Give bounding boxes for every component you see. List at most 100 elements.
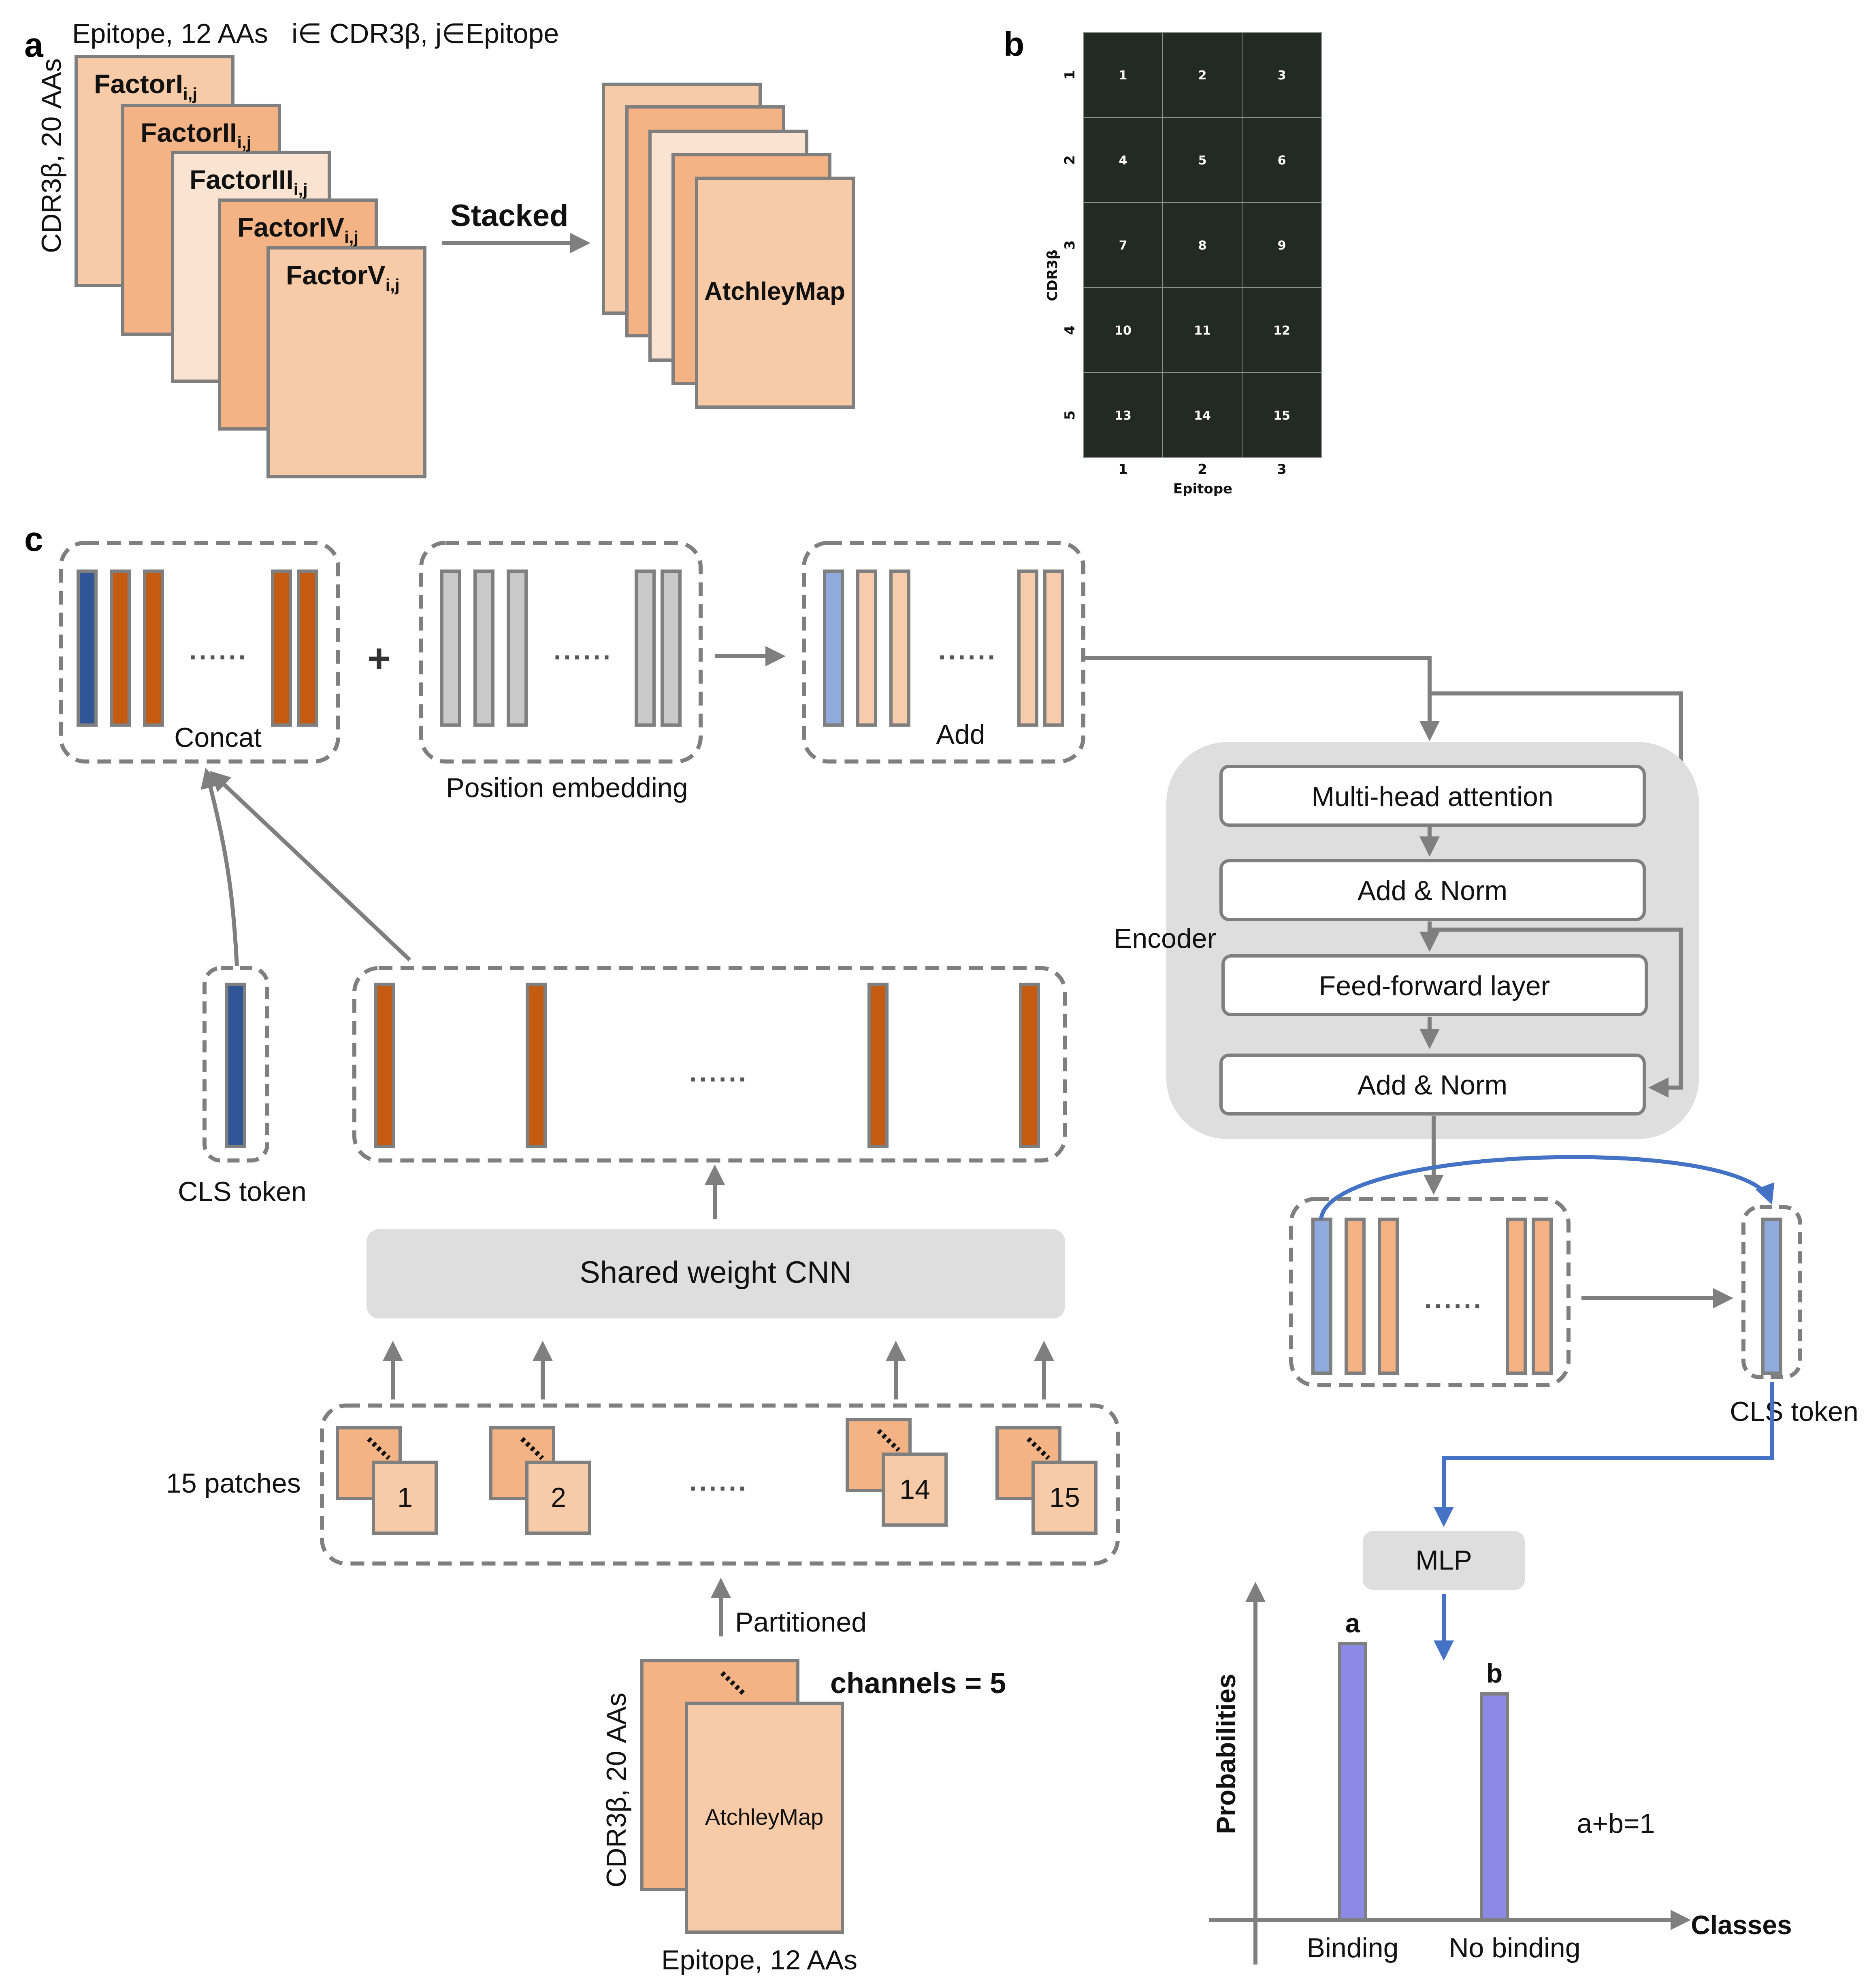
- input-side-label: CDR3β, 20 AAs: [601, 1693, 632, 1888]
- heatmap-cell: [1162, 202, 1242, 288]
- encoder-output-box: [1289, 1197, 1571, 1387]
- heatmap-cell: [1083, 32, 1163, 118]
- heatmap-cell: [1242, 287, 1322, 373]
- heatmap-cell-label: 3: [1278, 68, 1286, 83]
- patches-label: 15 patches: [166, 1468, 301, 1499]
- cnn-label: Shared weight CNN: [580, 1255, 852, 1290]
- prob-bar: [1480, 1692, 1509, 1922]
- patch-embedding-tokens: [374, 983, 1040, 1148]
- factor-v-label: FactorVi,j: [286, 260, 400, 294]
- patch-14: [846, 1418, 948, 1527]
- patch-embeddings-dots: ......: [689, 1057, 748, 1087]
- heatmap-cell: [1162, 117, 1242, 203]
- residual-2-arrow: [1430, 928, 1683, 1098]
- concat-tokens: [77, 570, 318, 727]
- panel-c-letter: c: [24, 520, 43, 558]
- add-label: Add: [936, 719, 985, 750]
- epitope-top-label: Epitope, 12 AAs: [72, 18, 268, 49]
- cls-token-right-box: [1741, 1205, 1802, 1379]
- heatmap-cell-label: 5: [1198, 154, 1207, 168]
- cls-token-left-bar: [225, 983, 246, 1148]
- cls-token-left-label: CLS token: [178, 1176, 307, 1207]
- heatmap-cell: [1162, 32, 1242, 118]
- panel-a-letter: a: [24, 26, 44, 64]
- cnn-input-arrows: [383, 1341, 1054, 1399]
- heatmap-cell-label: 1: [1119, 68, 1127, 83]
- patch-2-number: 2: [551, 1482, 566, 1513]
- input-front-sheet: [685, 1702, 844, 1934]
- position-embedding-label: Position embedding: [446, 772, 688, 803]
- patch-14-number: 14: [899, 1474, 930, 1505]
- prob-xlabel: Classes: [1691, 1910, 1792, 1940]
- heatmap-cell-label: 4: [1119, 154, 1127, 168]
- heatmap-cell: [1083, 372, 1163, 458]
- heatmap-cell: [1083, 287, 1163, 373]
- prob-ylabel: Probabilities: [1211, 1674, 1241, 1834]
- partitioned-label: Partitioned: [735, 1607, 867, 1638]
- concat-box: [59, 541, 340, 764]
- input-map-label: AtchleyMap: [705, 1804, 824, 1830]
- patch-15: [995, 1426, 1098, 1535]
- patches-box: [320, 1404, 1120, 1566]
- atchley-map-label: AtchleyMap: [704, 277, 845, 305]
- add-norm-2-label: Add & Norm: [1358, 1070, 1507, 1101]
- heatmap-cell: [1242, 202, 1322, 288]
- concat-label: Concat: [174, 722, 262, 753]
- prob-bar-label: b: [1486, 1658, 1502, 1688]
- concat-dots: ......: [189, 635, 248, 665]
- heatmap-ylabel: CDR3β: [1044, 250, 1061, 301]
- feed-forward-label: Feed-forward layer: [1319, 971, 1550, 1001]
- heatmap-cell-label: 6: [1278, 154, 1286, 168]
- heatmap-cell: [1083, 202, 1163, 288]
- cls-token-bar: [77, 570, 98, 727]
- heatmap-cell-label: 14: [1194, 409, 1211, 423]
- factor-i-label: FactorIi,j: [94, 69, 197, 103]
- heatmap-cell-label: 8: [1198, 239, 1207, 253]
- heatmap-cell: [1242, 32, 1322, 118]
- add-tokens: [823, 570, 1064, 727]
- cls-token-right-bar: [1761, 1218, 1782, 1375]
- index-label: i∈ CDR3β, j∈Epitope: [292, 18, 559, 49]
- encoder-label: Encoder: [1114, 923, 1216, 954]
- add-box: [802, 541, 1085, 764]
- mlp-block: [1363, 1531, 1525, 1590]
- heatmap-cell: [1242, 372, 1322, 458]
- prob-bar: [1338, 1642, 1367, 1922]
- heatmap-y-tick: 2: [1062, 155, 1078, 165]
- cls-token-left-box: [202, 966, 269, 1163]
- cnn-block: [367, 1229, 1065, 1318]
- cdr3-side-label: CDR3β, 20 AAs: [36, 58, 67, 253]
- plus-sign: +: [367, 636, 391, 681]
- prob-category-label: No binding: [1449, 1933, 1580, 1963]
- feed-forward-block: [1221, 954, 1648, 1016]
- heatmap-cell-label: 2: [1198, 68, 1207, 83]
- multi-head-attention-label: Multi-head attention: [1311, 781, 1553, 812]
- encoder-output-tokens: [1311, 1218, 1553, 1375]
- cls-extract-curve: [1319, 1155, 1775, 1220]
- patches-dots: ......: [689, 1466, 748, 1496]
- prob-category-label: Binding: [1307, 1933, 1399, 1963]
- factor-sheets: [75, 55, 426, 478]
- patch-embeddings-box: [352, 966, 1067, 1163]
- heatmap-y-tick: 1: [1062, 70, 1078, 80]
- patches-to-concat-arrow: [209, 771, 411, 962]
- position-dots: ......: [554, 635, 613, 665]
- prob-bar-label: a: [1345, 1608, 1361, 1638]
- heatmap-y-tick: 4: [1062, 325, 1078, 335]
- multi-head-attention-block: [1219, 765, 1646, 827]
- factor-iv-label: FactorIVi,j: [237, 212, 358, 247]
- mlp-label: MLP: [1415, 1545, 1472, 1576]
- add-norm-2-block: [1219, 1054, 1646, 1116]
- position-tokens: [440, 570, 682, 727]
- heatmap-y-tick: 3: [1062, 240, 1078, 250]
- input-bottom-label: Epitope, 12 AAs: [661, 1945, 857, 1975]
- cls-token-right-label: CLS token: [1730, 1396, 1858, 1427]
- stacked-sheets: [602, 83, 855, 409]
- heatmap-cell: [1083, 117, 1163, 203]
- patch-2: [489, 1426, 591, 1535]
- patch-1-number: 1: [397, 1482, 413, 1513]
- factor-ii-label: FactorIIi,j: [141, 117, 251, 152]
- heatmap-cell: [1242, 117, 1322, 203]
